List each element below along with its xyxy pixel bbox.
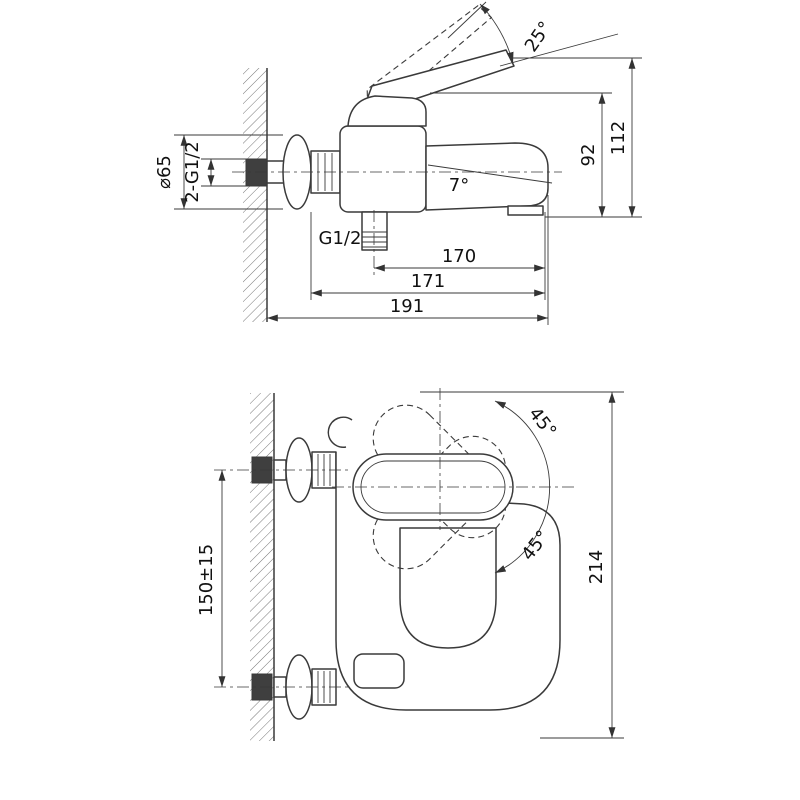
shower-hook [327, 416, 353, 448]
aerator [507, 205, 544, 216]
dim-flange-side [174, 134, 283, 210]
diverter-knob [353, 653, 405, 689]
dim-heights-side [430, 57, 642, 218]
dim-label-total-height-side: 112 [608, 121, 629, 155]
side-view: 25° 92 112 7° ⌀65 2-G1/2 G1/2 170 171 19… [154, 1, 642, 325]
dim-label-wall-thread: 2-G1/2 [182, 141, 203, 203]
dim-label-mount-spacing: 150±15 [196, 544, 217, 616]
dim-label-total-reach: 191 [390, 296, 424, 317]
dim-handle-swing-arc [494, 400, 551, 574]
dim-label-handle-angle: 25° [521, 18, 557, 56]
dim-label-reach-mid: 171 [411, 271, 445, 292]
dim-label-outlet-thread: G1/2 [319, 228, 362, 249]
faucet-body-side [339, 95, 427, 213]
dim-label-front-height: 214 [586, 550, 607, 584]
dim-front-height [420, 391, 624, 739]
dim-label-spout-reach: 170 [442, 246, 476, 267]
wall-eccentric-connector [245, 158, 268, 187]
dim-label-spout-angle: 7° [449, 175, 469, 196]
outlet-pipe [361, 211, 388, 251]
dim-label-spout-height: 92 [578, 144, 599, 167]
dim-reach-side [267, 195, 549, 325]
spout-side [425, 142, 549, 216]
dim-label-flange-diameter: ⌀65 [154, 155, 175, 189]
front-view: 45° 45° 214 150±15 [196, 388, 624, 741]
dim-label-swing-up: 45° [524, 404, 560, 442]
spout-angle-line [427, 164, 553, 184]
wall-section-side [243, 68, 268, 322]
